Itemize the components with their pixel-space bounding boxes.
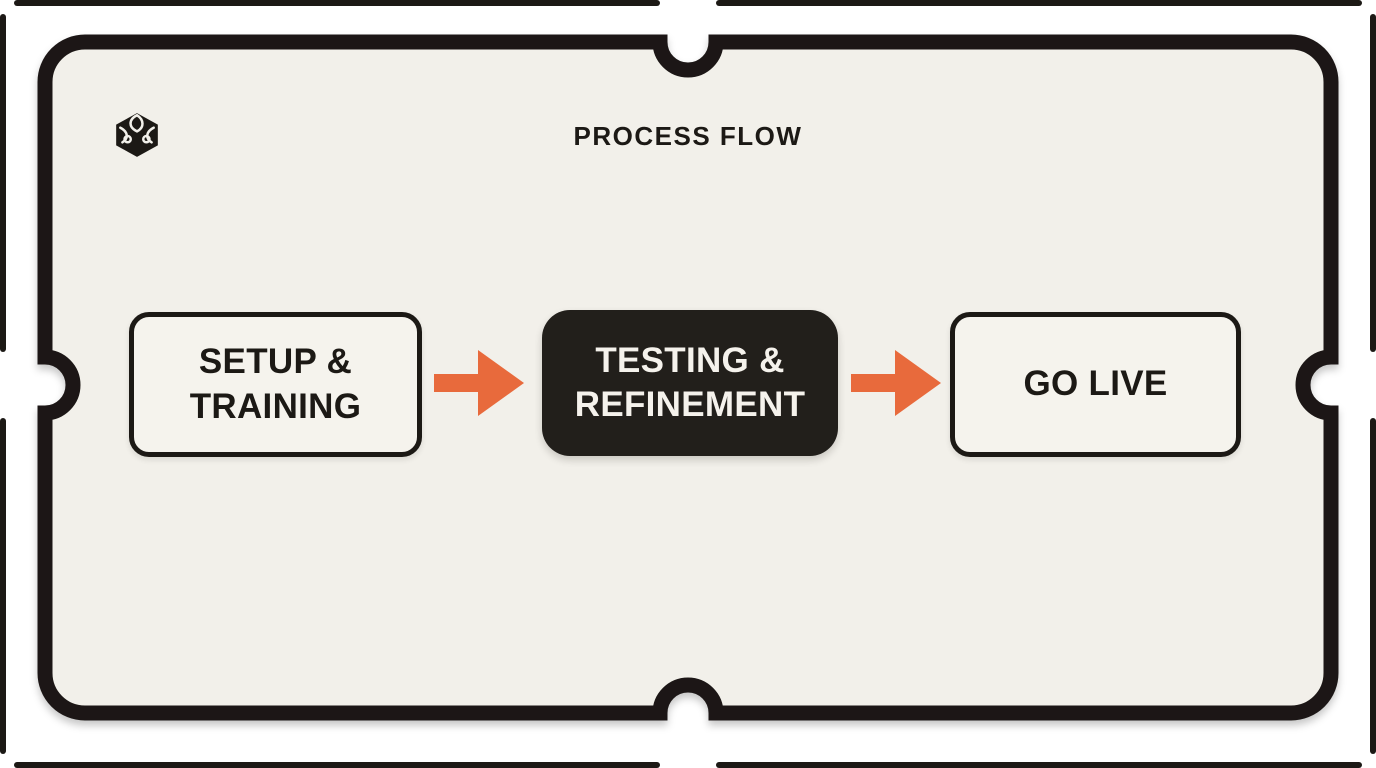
step-label-line: REFINEMENT xyxy=(574,385,806,424)
step-label-line: GO LIVE xyxy=(1023,364,1168,404)
step-label-line: TRAINING xyxy=(189,386,362,426)
adjacent-card-edge-left-upper xyxy=(0,14,6,352)
adjacent-card-edge-bottom-right xyxy=(716,762,1362,768)
step-label-line: SETUP & xyxy=(198,342,353,382)
adjacent-card-edge-right-upper xyxy=(1370,14,1376,352)
adjacent-card-edge-right-lower xyxy=(1370,418,1376,754)
arrow-right-icon-2 xyxy=(851,350,941,416)
adjacent-card-edge-top-left xyxy=(14,0,660,6)
arrow-right-icon-1 xyxy=(434,350,524,416)
page-title: PROCESS FLOW xyxy=(573,121,803,151)
step-label-line: TESTING & xyxy=(595,340,785,380)
adjacent-card-edge-top-right xyxy=(716,0,1362,6)
cube-knot-logo-icon xyxy=(116,113,158,157)
step-testing-refinement: TESTING & REFINEMENT xyxy=(542,310,838,456)
step-setup-training: SETUP & TRAINING xyxy=(129,312,422,457)
step-go-live: GO LIVE xyxy=(950,312,1241,457)
adjacent-card-edge-left-lower xyxy=(0,418,6,754)
adjacent-card-edge-bottom-left xyxy=(14,762,660,768)
